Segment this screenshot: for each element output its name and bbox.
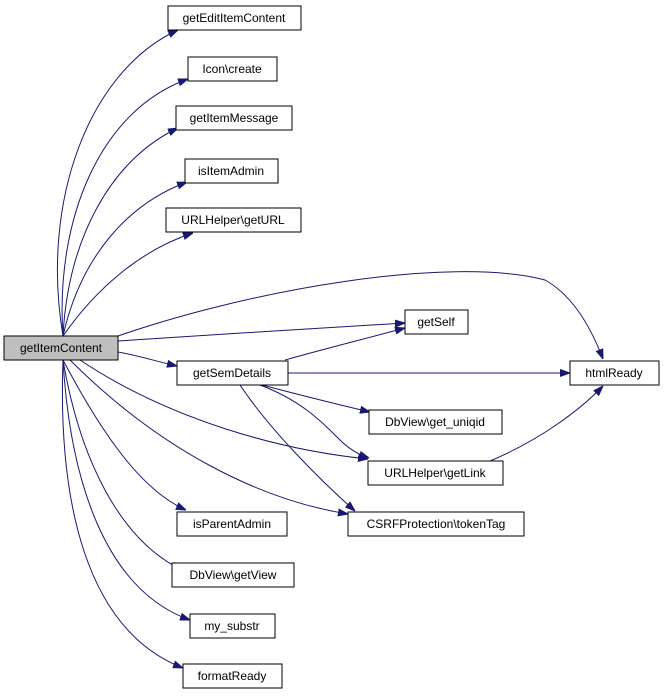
node-label: getItemContent [20, 341, 103, 355]
node-box [176, 511, 288, 537]
node-getSemDetails[interactable]: getSemDetails [176, 360, 289, 386]
edge-getItemContent-dbGetView [62, 359, 182, 570]
edge-getSemDetails-getUniqid [261, 384, 370, 412]
edge-getItemContent-getEditItemContent [56, 30, 178, 337]
node-label: URLHelper\getLink [384, 466, 486, 480]
node-label: formatReady [198, 669, 267, 683]
node-htmlReady[interactable]: htmlReady [569, 360, 660, 386]
edge-getSemDetails-urlGetLink [259, 384, 369, 458]
edge-getItemContent-getSelf [117, 323, 405, 342]
nodes: getItemContent getEditItemContent Icon\c… [3, 5, 660, 689]
edges [56, 30, 603, 668]
node-label: isParentAdmin [193, 517, 271, 531]
node-label: DbView\getView [190, 568, 277, 582]
node-box [367, 460, 504, 486]
edge-getItemContent-tokenTag [69, 359, 348, 514]
node-dbGetView[interactable]: DbView\getView [171, 562, 295, 588]
node-label: DbView\get_uniqid [385, 415, 485, 429]
node-box [182, 663, 283, 689]
edge-getItemContent-getSemDetails [117, 351, 177, 366]
node-box [165, 207, 302, 233]
node-urlGetLink[interactable]: URLHelper\getLink [367, 460, 504, 486]
edge-getSemDetails-getSelf [284, 328, 405, 361]
node-mySubstr[interactable]: my_substr [189, 613, 276, 639]
node-formatReady[interactable]: formatReady [182, 663, 283, 689]
edge-getItemContent-formatReady [61, 359, 183, 668]
node-label: CSRFProtection\tokenTag [367, 517, 506, 531]
node-isItemAdmin[interactable]: isItemAdmin [184, 158, 279, 184]
node-label: my_substr [204, 619, 259, 633]
node-box [171, 562, 295, 588]
edge-getItemContent-htmlReady [117, 271, 603, 359]
edge-getItemContent-mySubstr [62, 359, 190, 620]
node-box [368, 409, 503, 435]
node-box [176, 360, 289, 386]
node-label: isItemAdmin [198, 164, 264, 178]
edge-getItemContent-iconCreate [61, 79, 188, 337]
node-label: Icon\create [202, 62, 262, 76]
node-box [175, 105, 293, 131]
edge-getSemDetails-tokenTag [239, 384, 355, 511]
node-label: getItemMessage [190, 111, 279, 125]
node-isParentAdmin[interactable]: isParentAdmin [176, 511, 288, 537]
node-tokenTag[interactable]: CSRFProtection\tokenTag [347, 511, 525, 537]
node-label: getEditItemContent [183, 11, 286, 25]
node-getEditItemContent[interactable]: getEditItemContent [167, 5, 302, 31]
node-box [187, 56, 278, 82]
node-getSelf[interactable]: getSelf [404, 309, 469, 335]
node-box [167, 5, 302, 31]
node-label: URLHelper\getURL [181, 213, 285, 227]
node-getUniqid[interactable]: DbView\get_uniqid [368, 409, 503, 435]
edge-getItemContent-urlGetURL [62, 233, 193, 337]
node-box [347, 511, 525, 537]
node-box [3, 335, 119, 361]
edge-getItemContent-getItemMessage [62, 128, 178, 337]
node-box [569, 360, 660, 386]
node-getItemMessage[interactable]: getItemMessage [175, 105, 293, 131]
edge-getItemContent-isItemAdmin [62, 182, 187, 337]
node-iconCreate[interactable]: Icon\create [187, 56, 278, 82]
node-label: htmlReady [585, 366, 642, 380]
node-getItemContent[interactable]: getItemContent [3, 335, 119, 361]
node-box [184, 158, 279, 184]
node-box [189, 613, 276, 639]
node-box [404, 309, 469, 335]
node-label: getSelf [417, 315, 455, 329]
node-label: getSemDetails [193, 366, 271, 380]
node-urlGetURL[interactable]: URLHelper\getURL [165, 207, 302, 233]
edge-urlGetLink-htmlReady [489, 386, 603, 462]
edge-getItemContent-isParentAdmin [62, 359, 186, 510]
edge-getItemContent-urlGetLink [79, 359, 368, 459]
